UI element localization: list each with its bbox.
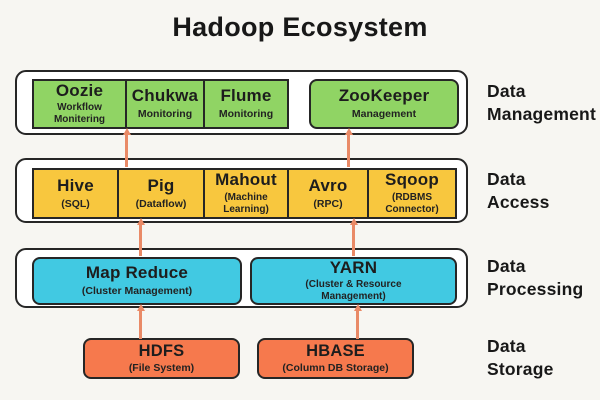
arrowhead-icon [344,128,353,135]
box-map-reduce: Map Reduce (Cluster Management) [32,257,242,305]
arrowhead-icon [122,128,131,135]
box-chukwa-sub: Monitoring [137,108,193,121]
arrowhead-icon [349,218,358,225]
box-chukwa: Chukwa Monitoring [125,79,205,129]
label-data-storage: Data Storage [487,336,554,379]
box-map-reduce-name: Map Reduce [85,263,189,283]
arrow-up-hbase-to-yarn [353,304,362,339]
box-flume: Flume Monitoring [203,79,289,129]
box-pig: Pig (Dataflow) [117,168,205,219]
box-mahout-name: Mahout [215,170,277,190]
box-avro-name: Avro [308,175,348,195]
box-sqoop-sub: (RDBMS Connector) [385,191,439,215]
box-hbase-sub: (Column DB Storage) [282,362,389,375]
box-hdfs-sub: (File System) [128,362,195,375]
box-mahout: Mahout (Machine Learning) [203,168,289,219]
box-hdfs-name: HDFS [138,342,185,361]
box-map-reduce-sub: (Cluster Management) [81,285,193,298]
box-hive: Hive (SQL) [32,168,119,219]
row-data-access: Hive (SQL) Pig (Dataflow) Mahout (Machin… [15,158,468,223]
row-data-processing: Map Reduce (Cluster Management) YARN (Cl… [15,248,468,308]
box-hdfs: HDFS (File System) [83,338,240,379]
group-access-boxes: Hive (SQL) Pig (Dataflow) Mahout (Machin… [32,168,457,219]
arrow-up-avro-to-zookeeper [344,128,353,167]
box-yarn-name: YARN [329,257,378,277]
box-yarn-sub: (Cluster & Resource Management) [305,279,402,303]
box-oozie-name: Oozie [55,80,104,100]
arrow-up-pig-to-chukwa [122,128,131,167]
box-oozie-sub: Workflow Monitering [53,102,106,126]
box-flume-name: Flume [220,86,272,106]
box-hive-sub: (SQL) [61,197,90,210]
box-hbase-name: HBASE [306,342,365,361]
box-chukwa-name: Chukwa [131,86,199,106]
box-yarn: YARN (Cluster & Resource Management) [250,257,457,305]
label-data-processing: Data Processing [487,256,584,299]
box-zookeeper-name: ZooKeeper [338,86,430,106]
box-pig-sub: (Dataflow) [135,197,187,210]
box-mahout-sub: (Machine Learning) [223,191,269,215]
box-flume-sub: Monitoring [218,108,274,121]
label-data-management: Data Management [487,81,596,124]
box-sqoop: Sqoop (RDBMS Connector) [367,168,457,219]
box-hbase: HBASE (Column DB Storage) [257,338,414,379]
diagram-title: Hadoop Ecosystem [172,12,428,42]
box-zookeeper-sub: Management [351,108,417,121]
arrowhead-icon [353,304,362,311]
arrow-up-mapreduce-to-pig [136,218,145,256]
arrow-up-yarn-to-avro [349,218,358,256]
row-data-management: Oozie Workflow Monitering Chukwa Monitor… [15,70,468,135]
arrowhead-icon [136,304,145,311]
box-sqoop-name: Sqoop [385,170,439,190]
arrowhead-icon [136,218,145,225]
box-zookeeper: ZooKeeper Management [309,79,459,129]
group-monitoring-boxes: Oozie Workflow Monitering Chukwa Monitor… [32,79,289,129]
box-pig-name: Pig [147,175,175,195]
box-avro: Avro (RPC) [287,168,369,219]
arrow-up-hdfs-to-mapreduce [136,304,145,339]
box-hive-name: Hive [57,175,94,195]
box-oozie: Oozie Workflow Monitering [32,79,127,129]
label-data-access: Data Access [487,169,550,212]
box-avro-sub: (RPC) [313,197,343,210]
